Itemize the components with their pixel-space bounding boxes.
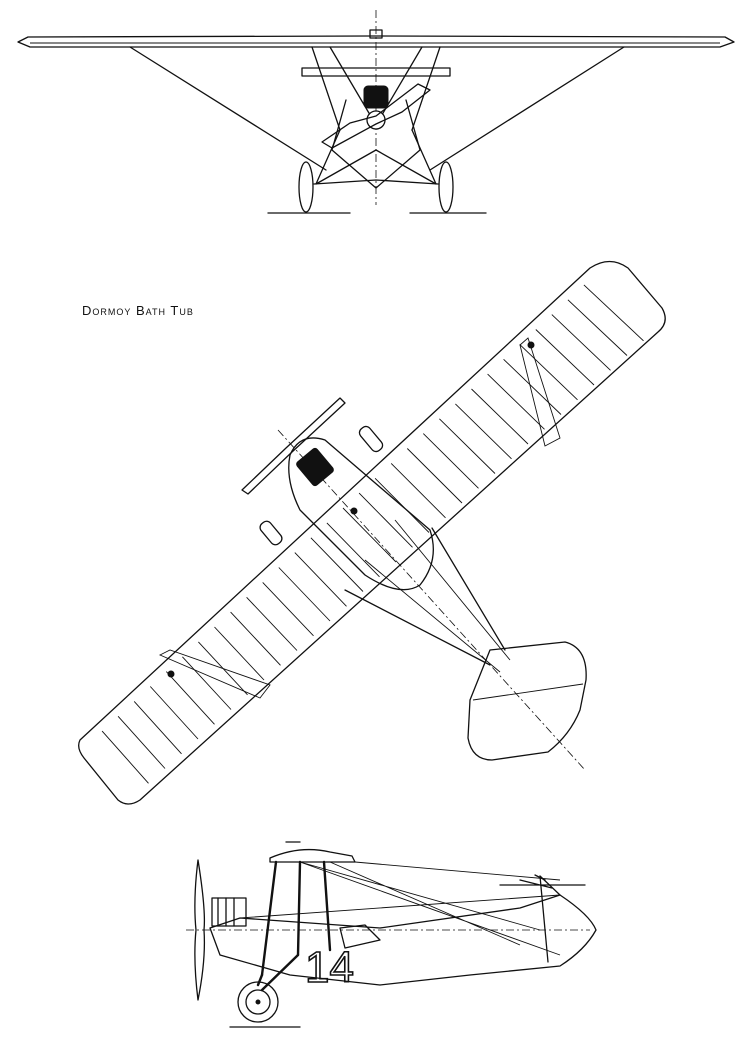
top-view	[78, 260, 666, 805]
wing-rib	[246, 596, 298, 651]
side-wing	[269, 848, 356, 863]
front-spinner	[366, 110, 386, 130]
wing-rib	[326, 522, 380, 578]
front-engine	[363, 85, 389, 109]
top-tail-booms	[344, 527, 506, 666]
wing-rib	[439, 418, 496, 474]
front-strut-right	[429, 46, 625, 171]
side-fuselage-number: 14	[305, 943, 354, 992]
top-strut-left	[259, 520, 283, 546]
wing-rib	[117, 715, 166, 769]
wing-rib	[182, 656, 232, 710]
side-wheel	[237, 981, 279, 1023]
front-wheel-right	[438, 161, 454, 213]
wing-rib	[214, 626, 265, 681]
wing-rib	[567, 299, 628, 356]
wing-rib	[133, 701, 182, 755]
wing-rib	[198, 641, 248, 696]
top-tailplane	[467, 641, 587, 761]
wing-rib	[519, 344, 578, 401]
wing-rib	[455, 403, 512, 460]
wing-rib	[390, 463, 446, 519]
side-cockpit-fairing	[339, 924, 381, 949]
top-strut-right	[358, 425, 384, 453]
side-propeller	[194, 859, 206, 1001]
top-propeller	[241, 397, 346, 495]
wing-rib	[503, 358, 562, 415]
wing-rib	[422, 433, 479, 489]
top-engine	[296, 447, 334, 487]
front-view	[17, 10, 735, 214]
wing-rib	[583, 284, 644, 342]
side-cabane-struts	[260, 860, 332, 977]
wing-rib	[358, 492, 413, 548]
wing-rib	[262, 582, 314, 637]
wing-rib	[471, 388, 529, 445]
wing-rib	[535, 329, 595, 386]
top-fuselage	[288, 437, 434, 591]
wing-rib	[487, 373, 545, 430]
drawing-title: Dormoy Bath Tub	[82, 303, 194, 318]
side-fin	[539, 875, 561, 963]
wing-rib	[342, 507, 397, 563]
front-strut-left	[129, 46, 327, 171]
wing-rib	[374, 477, 430, 533]
wing-rib	[101, 730, 149, 784]
side-tailplane	[499, 874, 586, 889]
front-cabane-block	[369, 29, 383, 39]
top-aileron-left	[158, 649, 271, 699]
top-centerline	[277, 429, 586, 771]
top-aileron-right	[519, 337, 561, 447]
wing-rib	[230, 611, 281, 666]
front-wing	[17, 35, 735, 48]
top-wing	[78, 260, 666, 805]
side-view: 14	[186, 841, 597, 1028]
wing-rib	[551, 314, 611, 371]
wing-rib	[149, 686, 199, 740]
top-wing-ribs	[101, 284, 644, 784]
front-propeller	[321, 83, 431, 149]
side-engine	[211, 897, 247, 927]
wing-rib	[310, 537, 364, 592]
side-fuselage	[209, 894, 597, 986]
wing-rib	[294, 552, 347, 607]
front-wheel-left	[298, 161, 314, 213]
side-bracing-wires	[239, 861, 561, 956]
front-upper-frame	[301, 67, 451, 77]
wing-rib	[165, 671, 215, 725]
wing-rib	[278, 567, 331, 622]
wing-rib	[406, 448, 463, 504]
